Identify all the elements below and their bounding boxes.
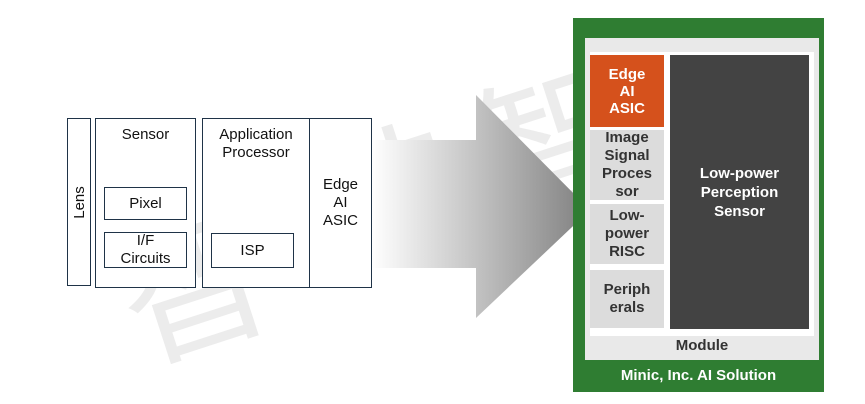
- low-power-perception-sensor: Low-power Perception Sensor: [670, 55, 809, 329]
- left-asic-line2: AI: [333, 194, 348, 211]
- image-signal-processor: Image Signal Proces sor: [590, 129, 664, 200]
- low-power-risc: Low- power RISC: [590, 204, 664, 264]
- sensor-line1: Low-power: [699, 164, 780, 182]
- application-processor-box: Application Processor ISP: [202, 118, 310, 288]
- app-processor-line1: Application: [219, 126, 293, 143]
- right-asic-line1: Edge: [608, 65, 646, 83]
- risc-line3: RISC: [609, 243, 645, 260]
- sensor-title: Sensor: [121, 126, 170, 143]
- pixel-box: Pixel: [104, 187, 187, 220]
- peripherals-line2: erals: [609, 299, 645, 316]
- sensor-line2: Perception: [700, 183, 779, 201]
- right-asic-line3: ASIC: [609, 99, 645, 117]
- solution-footer: Minic, Inc. AI Solution: [620, 367, 777, 384]
- isp-box: ISP: [211, 233, 294, 268]
- if-circuits-line1: I/F: [136, 232, 155, 249]
- if-circuits-box: I/F Circuits: [104, 232, 187, 268]
- if-circuits-line2: Circuits: [120, 250, 171, 267]
- right-edge-ai-asic: Edge AI ASIC: [590, 55, 664, 127]
- isp-line1: Image: [605, 129, 649, 146]
- isp-line4: sor: [615, 183, 639, 200]
- risc-line1: Low-: [609, 207, 645, 224]
- left-edge-ai-asic-box: Edge AI ASIC: [309, 118, 372, 288]
- peripherals-line1: Periph: [603, 281, 651, 298]
- peripherals: Periph erals: [590, 270, 664, 328]
- lens-box: Lens: [67, 118, 91, 286]
- app-processor-title: Application Processor: [203, 126, 309, 162]
- app-processor-line2: Processor: [222, 144, 290, 161]
- isp-line3: Proces: [601, 165, 653, 182]
- risc-line2: power: [604, 225, 650, 242]
- module-label: Module: [675, 337, 729, 354]
- right-asic-line2: AI: [619, 82, 635, 100]
- isp-line2: Signal: [604, 147, 650, 164]
- left-asic-line1: Edge: [322, 176, 359, 193]
- lens-label: Lens: [70, 185, 88, 219]
- sensor-line3: Sensor: [714, 202, 765, 220]
- left-asic-line3: ASIC: [322, 212, 358, 229]
- sensor-box: Sensor Pixel I/F Circuits: [95, 118, 196, 288]
